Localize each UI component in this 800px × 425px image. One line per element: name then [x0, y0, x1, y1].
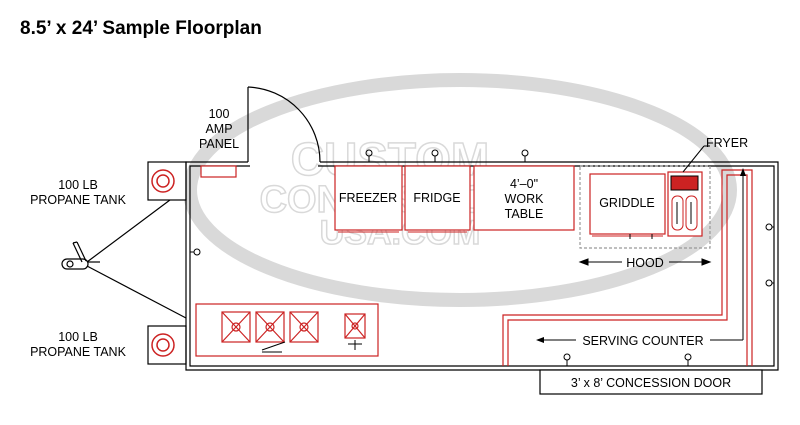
outlet-icon	[521, 149, 529, 162]
propane-bottom-label-line2: PROPANE TANK	[30, 345, 127, 359]
work-table-label-line1: 4’–0"	[510, 177, 538, 191]
work-table	[473, 165, 575, 231]
freezer	[334, 165, 403, 233]
fryer-label: FRYER	[706, 136, 748, 150]
work-table-label-line2: WORK	[505, 192, 545, 206]
outlet-icons	[190, 149, 774, 366]
fryer	[667, 171, 703, 237]
griddle-label: GRIDDLE	[599, 196, 655, 210]
griddle	[589, 173, 666, 239]
hood-label: HOOD	[626, 256, 664, 270]
valve-icon	[261, 340, 362, 353]
serving-counter	[502, 169, 753, 366]
propane-tank-top	[147, 161, 187, 201]
concession-door	[539, 369, 763, 395]
outlet-icon	[765, 223, 774, 231]
propane-top-label-line1: 100 LB	[58, 178, 98, 192]
amp-panel-label-line2: AMP	[205, 122, 232, 136]
fryer-leader-line	[682, 145, 705, 173]
trailer-hitch	[61, 187, 187, 319]
outlet-icon	[684, 353, 692, 366]
outlet-icon	[431, 149, 439, 162]
amp-panel-label-line1: 100	[209, 107, 230, 121]
burner-icon	[221, 311, 251, 343]
outlet-icon	[190, 248, 201, 256]
propane-bottom-label-line1: 100 LB	[58, 330, 98, 344]
concession-door-label: 3’ x 8’ CONCESSION DOOR	[571, 376, 731, 390]
burner-icon	[289, 311, 319, 343]
amp-panel	[200, 165, 237, 178]
page-title: 8.5’ x 24’ Sample Floorplan	[20, 18, 262, 39]
range	[195, 303, 379, 357]
entry-door	[247, 86, 321, 163]
propane-top-label-line2: PROPANE TANK	[30, 193, 127, 207]
work-table-label-line3: TABLE	[505, 207, 544, 221]
outlet-icon	[765, 279, 774, 287]
fridge-label: FRIDGE	[413, 191, 460, 205]
hood-dimension	[578, 258, 712, 266]
amp-panel-label-line3: PANEL	[199, 137, 239, 151]
freezer-label: FREEZER	[339, 191, 397, 205]
burner-icon	[344, 313, 366, 339]
outlet-icon	[365, 149, 373, 162]
propane-tank-bottom	[147, 325, 187, 365]
outlet-icon	[563, 353, 571, 366]
hood-outline	[579, 165, 711, 249]
burner-icon	[255, 311, 285, 343]
fridge	[404, 165, 471, 233]
serving-counter-label: SERVING COUNTER	[582, 334, 703, 348]
